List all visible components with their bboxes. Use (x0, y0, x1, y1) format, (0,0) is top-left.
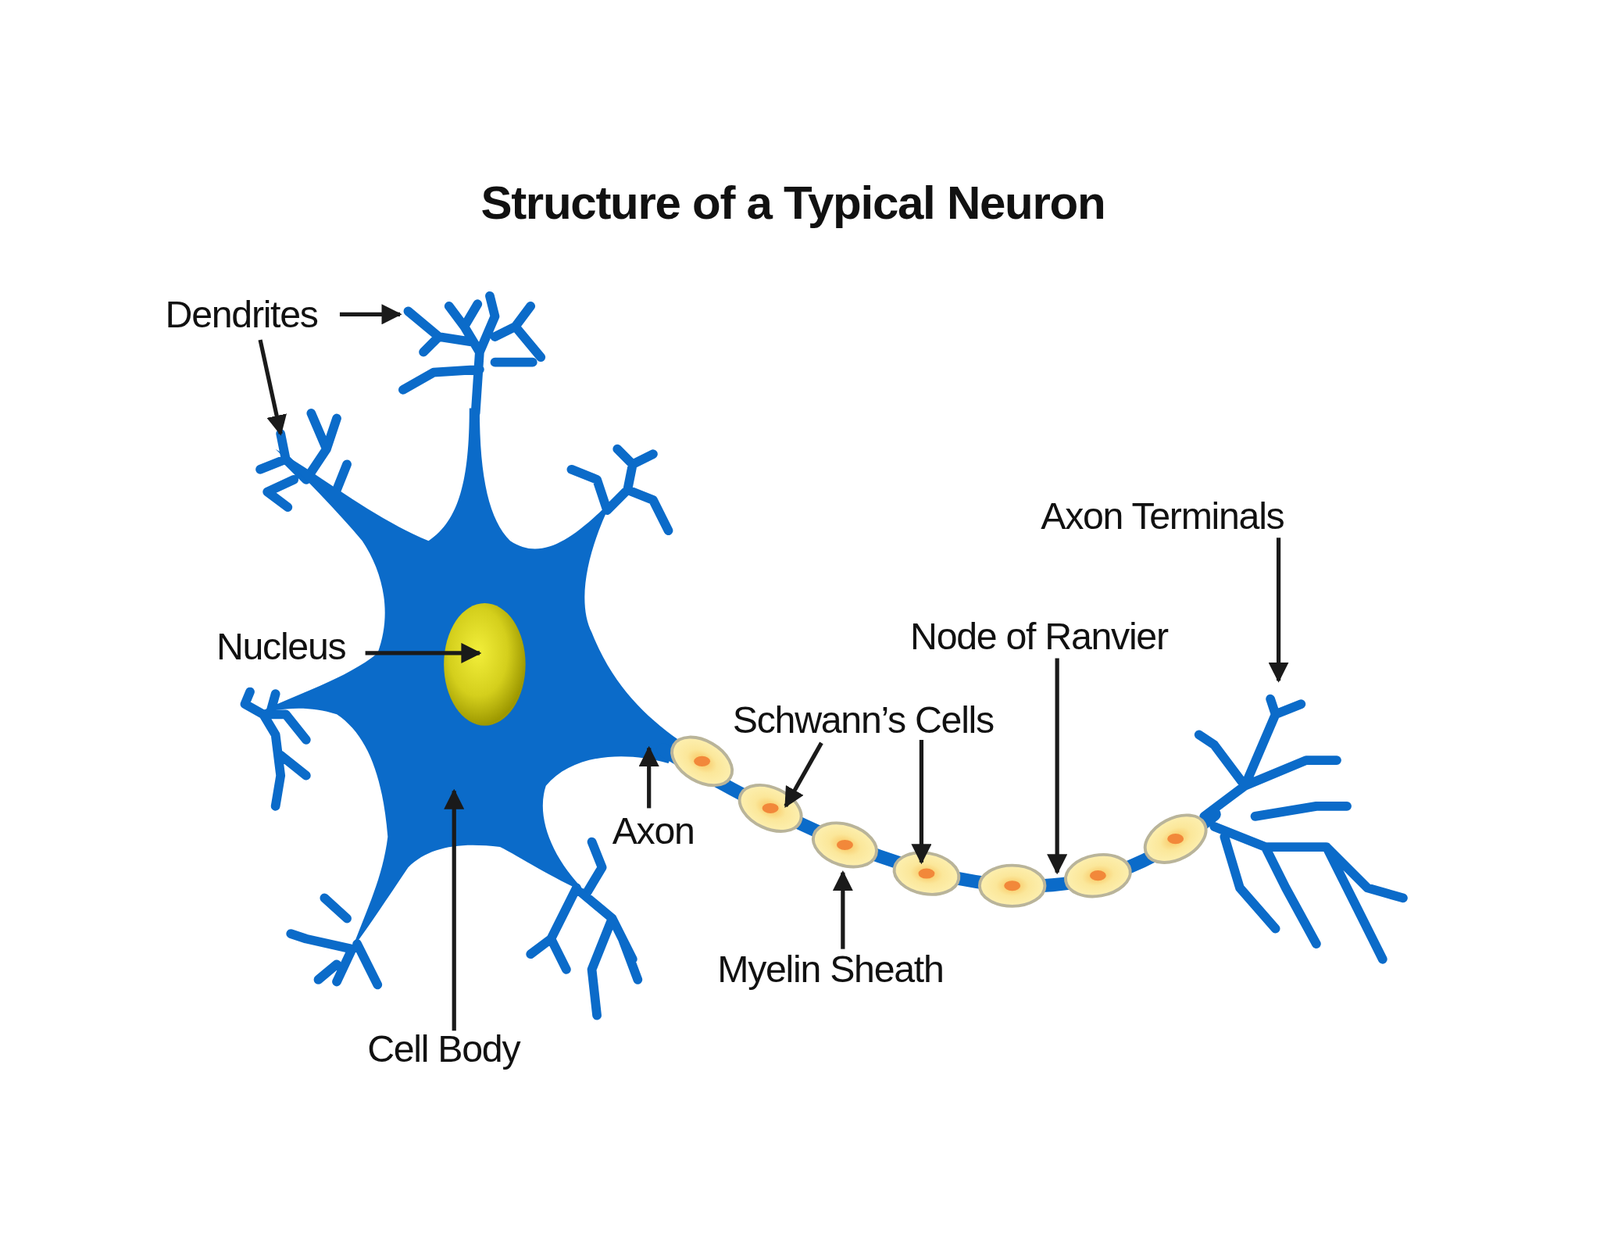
schwann-nuclei (693, 756, 1184, 891)
part-label: Axon Terminals (1040, 497, 1284, 536)
part-label: Schwann’s Cells (732, 701, 994, 740)
schwann-cell (979, 865, 1046, 907)
diagram-title: Structure of a Typical Neuron (480, 178, 1105, 226)
cell-body (255, 407, 679, 949)
leader-arrow (365, 650, 480, 655)
leader-arrow (646, 747, 651, 808)
schwann-nucleus (1003, 880, 1021, 891)
leader-arrow (260, 339, 281, 434)
leader-arrows (260, 314, 1279, 1031)
part-label: Node of Ranvier (910, 617, 1168, 656)
schwann-cell (1062, 850, 1134, 902)
schwann-cell (807, 815, 883, 875)
myelin-segments (663, 727, 1214, 907)
leader-arrow (1055, 657, 1060, 872)
leader-arrow (339, 312, 400, 317)
leader-arrow (1276, 537, 1281, 681)
schwann-cell (1136, 805, 1214, 872)
schwann-nucleus (1089, 870, 1107, 881)
leader-arrow (785, 742, 822, 807)
schwann-nucleus (1167, 833, 1184, 844)
part-label: Myelin Sheath (717, 950, 943, 989)
schwann-nucleus (693, 756, 711, 767)
schwann-cell (890, 847, 962, 900)
leader-arrow (919, 739, 924, 863)
leader-arrow (452, 790, 457, 1031)
dendrite-branches (244, 296, 1403, 1016)
part-label: Axon (612, 811, 695, 850)
nucleus (443, 603, 525, 726)
schwann-nucleus (836, 839, 854, 850)
schwann-nucleus (762, 803, 779, 814)
schwann-cell (663, 727, 741, 796)
part-label: Cell Body (367, 1030, 520, 1068)
schwann-nucleus (918, 868, 936, 879)
part-label: Dendrites (165, 295, 318, 333)
leader-arrow (840, 872, 845, 950)
part-label: Nucleus (216, 628, 346, 666)
